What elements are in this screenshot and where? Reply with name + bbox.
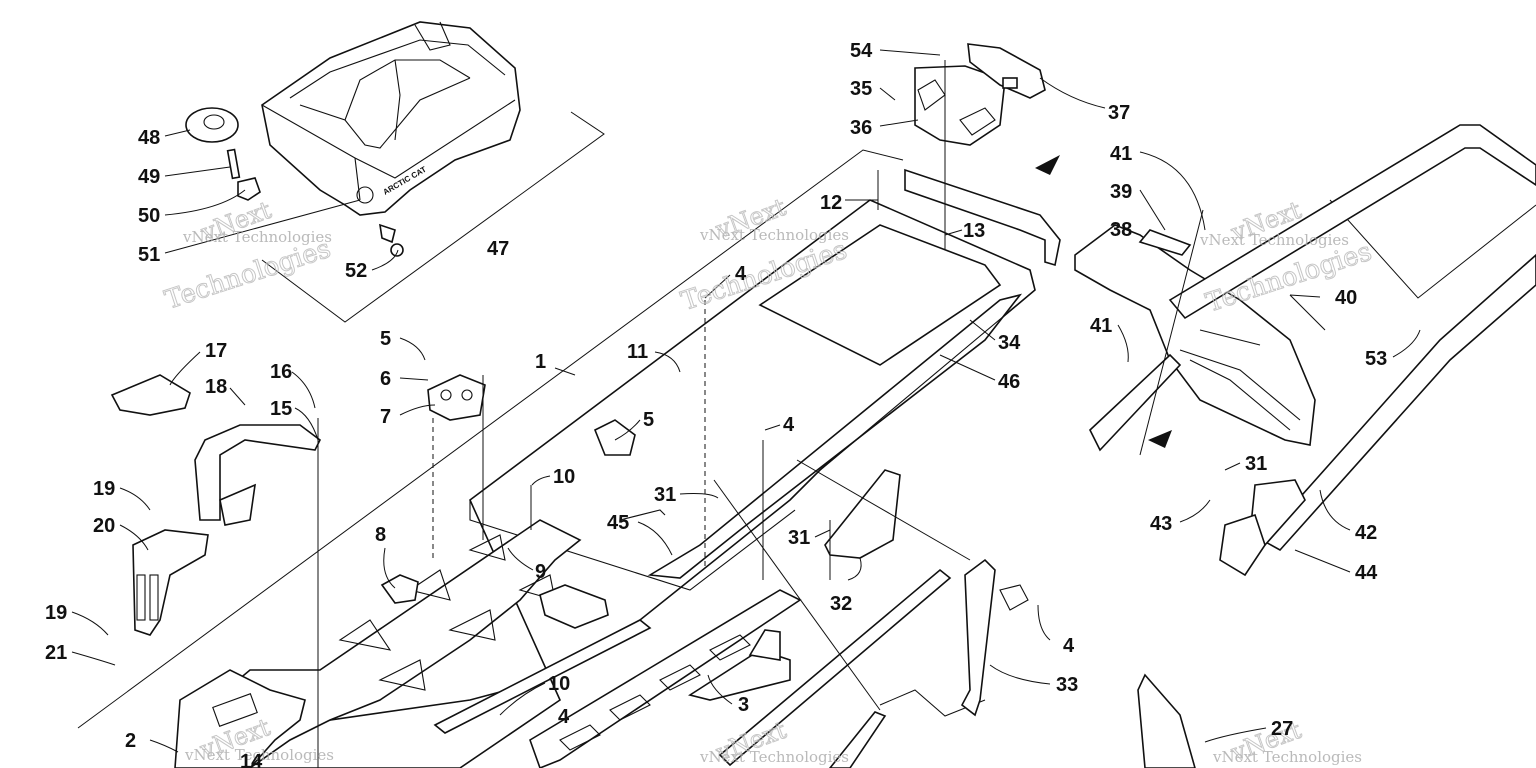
tunnel-assembly xyxy=(179,199,1036,768)
snow-flap-assembly xyxy=(1074,224,1326,452)
callout-51: 51 xyxy=(138,244,160,266)
callout-20: 20 xyxy=(93,515,115,537)
callout-48: 48 xyxy=(138,127,160,149)
callout-4: 4 xyxy=(783,414,795,436)
callout-41: 41 xyxy=(1090,315,1112,337)
callout-7: 7 xyxy=(380,406,391,428)
callout-46: 46 xyxy=(998,371,1020,393)
callout-4: 4 xyxy=(1063,635,1075,657)
fastener-lines xyxy=(317,60,1204,768)
callout-8: 8 xyxy=(375,524,386,546)
group-outline-lines xyxy=(77,111,1536,729)
watermark-text-1: vNext Technologies xyxy=(182,228,332,246)
watermark-text-10: vNext Technologies xyxy=(184,746,334,764)
callout-11: 11 xyxy=(627,341,648,363)
watermark-text-3: Technologies xyxy=(161,234,334,316)
watermark-text-12: vNext Technologies xyxy=(699,748,849,766)
callout-5: 5 xyxy=(643,409,654,431)
callout-27: 27 xyxy=(1271,718,1293,740)
callout-38: 38 xyxy=(1110,219,1132,241)
callout-19: 19 xyxy=(93,478,115,500)
callout-3: 3 xyxy=(738,694,749,716)
watermark-text-7: vNext Technologies xyxy=(1199,231,1349,249)
callout-54: 54 xyxy=(850,40,873,62)
callout-31: 31 xyxy=(654,484,676,506)
watermark-text-14: vNext Technologies xyxy=(1212,748,1362,766)
callout-47: 47 xyxy=(487,238,509,260)
callout-6: 6 xyxy=(380,368,391,390)
callout-50: 50 xyxy=(138,205,160,227)
callout-9: 9 xyxy=(535,561,546,583)
callout-31: 31 xyxy=(788,527,810,549)
callout-45: 45 xyxy=(607,512,629,534)
callout-leaders xyxy=(71,49,1421,753)
callout-40: 40 xyxy=(1335,287,1357,309)
seat-assembly: ARCTIC CAT xyxy=(261,21,521,216)
front-frame xyxy=(174,669,306,768)
callout-14: 14 xyxy=(240,751,263,768)
watermark-text-4: vNext Technologies xyxy=(699,226,849,244)
callout-13: 13 xyxy=(963,220,985,242)
seat-hardware xyxy=(185,107,404,257)
callout-4: 4 xyxy=(558,706,570,728)
callout-49: 49 xyxy=(138,166,160,188)
callout-16: 16 xyxy=(270,361,292,383)
callout-15: 15 xyxy=(270,398,292,420)
mid-parts xyxy=(380,374,1266,768)
callout-36: 36 xyxy=(850,117,872,139)
callout-53: 53 xyxy=(1365,348,1387,370)
callout-19: 19 xyxy=(45,602,67,624)
callout-21: 21 xyxy=(45,642,67,664)
running-board xyxy=(433,568,952,768)
side-bracket-assembly xyxy=(110,374,322,636)
callout-43: 43 xyxy=(1150,513,1172,535)
callout-52: 52 xyxy=(345,260,367,282)
callout-41: 41 xyxy=(1110,143,1132,165)
callout-37: 37 xyxy=(1108,102,1130,124)
callout-4: 4 xyxy=(735,263,747,285)
callout-35: 35 xyxy=(850,78,872,100)
callout-31: 31 xyxy=(1245,453,1267,475)
callout-42: 42 xyxy=(1355,522,1377,544)
grab-handle xyxy=(960,558,1029,717)
callout-2: 2 xyxy=(125,730,136,752)
callout-17: 17 xyxy=(205,340,227,362)
rear-light-assembly xyxy=(904,43,1061,267)
callout-10: 10 xyxy=(548,673,570,695)
callout-1: 1 xyxy=(535,351,546,373)
callout-44: 44 xyxy=(1355,562,1378,584)
callout-18: 18 xyxy=(205,376,227,398)
callout-33: 33 xyxy=(1056,674,1078,696)
callout-34: 34 xyxy=(998,332,1021,354)
callout-labels: 54 35 36 37 41 39 38 40 41 53 12 13 48 4… xyxy=(45,40,1387,768)
callout-5: 5 xyxy=(380,328,391,350)
callout-39: 39 xyxy=(1110,181,1132,203)
callout-32: 32 xyxy=(830,593,852,615)
callout-10: 10 xyxy=(553,466,575,488)
callout-12: 12 xyxy=(820,192,842,214)
